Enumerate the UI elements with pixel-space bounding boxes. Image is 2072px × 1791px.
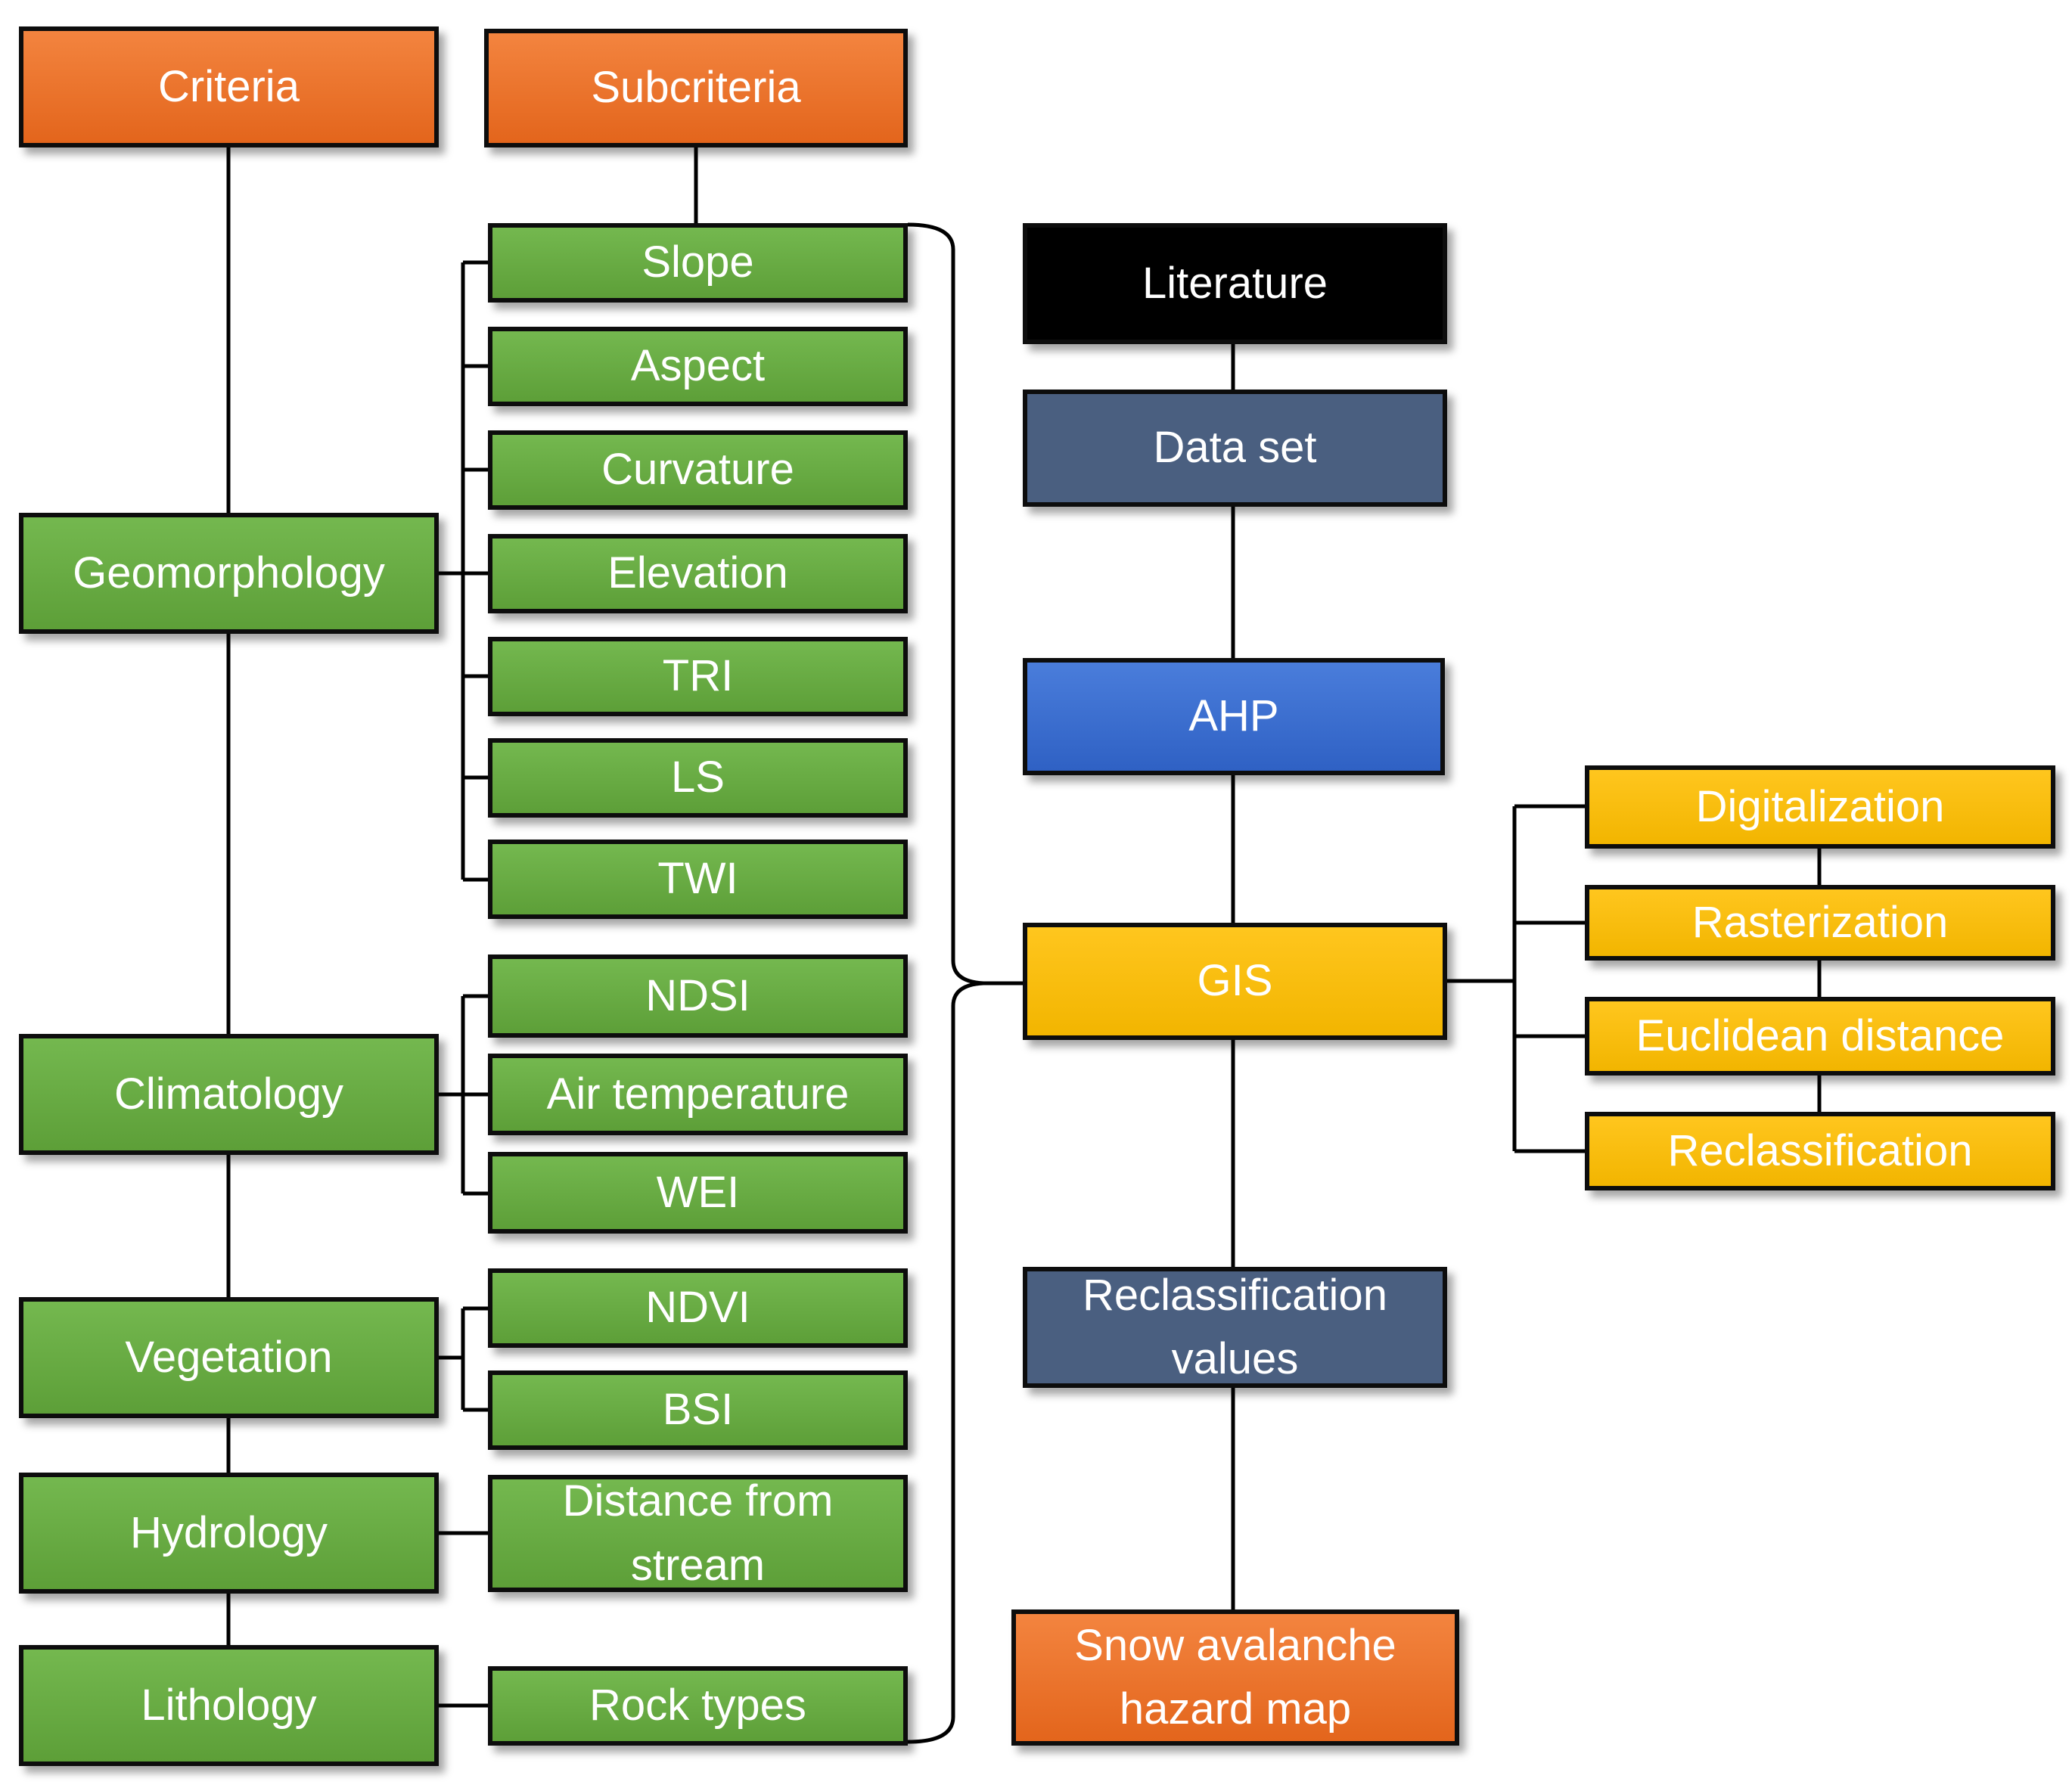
process-box-literature: Literature [1023,223,1447,344]
subcriteria-box-slope: Slope [488,223,908,303]
process-box-gis: GIS [1023,923,1447,1040]
subcriteria-box-ls: LS [488,738,908,818]
process-box-reclassification-values: Reclassification values [1023,1267,1447,1388]
subcriteria-header: Subcriteria [484,29,908,147]
subcriteria-box-aspect: Aspect [488,327,908,406]
subcriteria-box-bsi: BSI [488,1370,908,1450]
subcriteria-box-tri: TRI [488,637,908,716]
subcriteria-box-curvature: Curvature [488,430,908,510]
subcriteria-box-rock-types: Rock types [488,1666,908,1746]
criteria-box-lithology: Lithology [19,1645,439,1766]
subcriteria-box-elevation: Elevation [488,534,908,613]
gis-step-digitalization: Digitalization [1585,765,2055,849]
criteria-box-climatology: Climatology [19,1034,439,1155]
subcriteria-box-distance-from-stream: Distance from stream [488,1475,908,1592]
subcriteria-box-ndvi: NDVI [488,1268,908,1348]
process-box-snow-avalanche-hazard-map: Snow avalanche hazard map [1011,1609,1459,1746]
process-box-ahp: AHP [1023,658,1445,775]
gis-step-rasterization: Rasterization [1585,885,2055,961]
criteria-box-hydrology: Hydrology [19,1473,439,1594]
criteria-header: Criteria [19,26,439,147]
gis-step-reclassification: Reclassification [1585,1112,2055,1190]
criteria-box-geomorphology: Geomorphology [19,513,439,634]
subcriteria-box-ndsi: NDSI [488,954,908,1038]
subcriteria-box-wei: WEI [488,1152,908,1234]
gis-step-euclidean-distance: Euclidean distance [1585,997,2055,1076]
subcriteria-box-twi: TWI [488,840,908,919]
criteria-box-vegetation: Vegetation [19,1297,439,1418]
subcriteria-box-air-temperature: Air temperature [488,1054,908,1135]
process-box-data-set: Data set [1023,390,1447,507]
